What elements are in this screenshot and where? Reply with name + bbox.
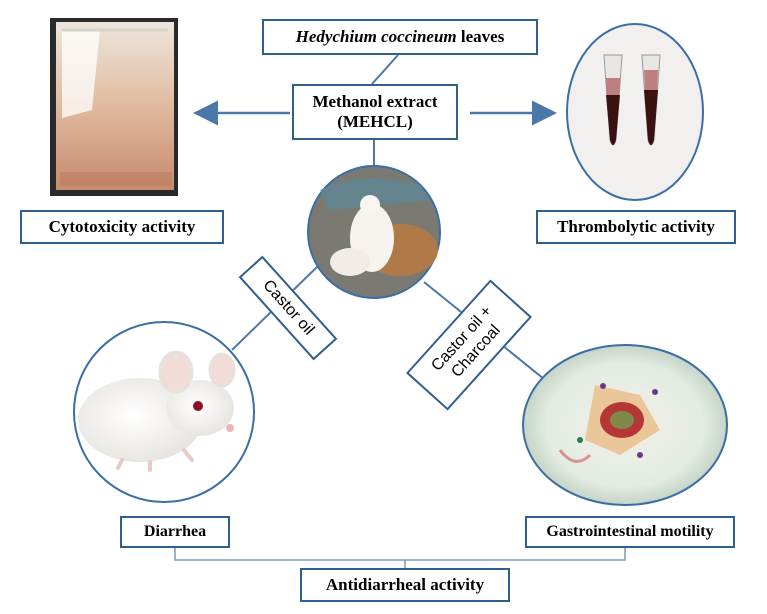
thrombolytic-label: Thrombolytic activity (557, 217, 715, 237)
beaker-photo (50, 18, 178, 196)
thrombolytic-tubes-photo (567, 24, 703, 200)
antidiarrheal-label: Antidiarrheal activity (326, 575, 484, 595)
diarrhea-label: Diarrhea (144, 522, 206, 541)
gastrointestinal-motility-box: Gastrointestinal motility (525, 516, 735, 548)
antidiarrheal-bracket (175, 548, 625, 568)
extract-line1: Methanol extract (312, 92, 437, 112)
connector-leaves-extract (372, 55, 398, 84)
mice-handling-photo (308, 166, 440, 298)
white-mouse-photo (74, 322, 254, 502)
plant-leaves-box: Hedychium coccineum leaves (262, 19, 538, 55)
diarrhea-box: Diarrhea (120, 516, 230, 548)
antidiarrheal-activity-box: Antidiarrheal activity (300, 568, 510, 602)
thrombolytic-activity-box: Thrombolytic activity (536, 210, 736, 244)
methanol-extract-box: Methanol extract (MEHCL) (292, 84, 458, 140)
plant-part-label: leaves (457, 27, 505, 46)
gastrointestinal-photo (523, 345, 727, 505)
cytotoxicity-label: Cytotoxicity activity (49, 217, 196, 237)
extract-line2: (MEHCL) (337, 112, 413, 132)
plant-species-name: Hedychium coccineum (296, 27, 457, 46)
cytotoxicity-activity-box: Cytotoxicity activity (20, 210, 224, 244)
gastro-label: Gastrointestinal motility (546, 522, 713, 541)
